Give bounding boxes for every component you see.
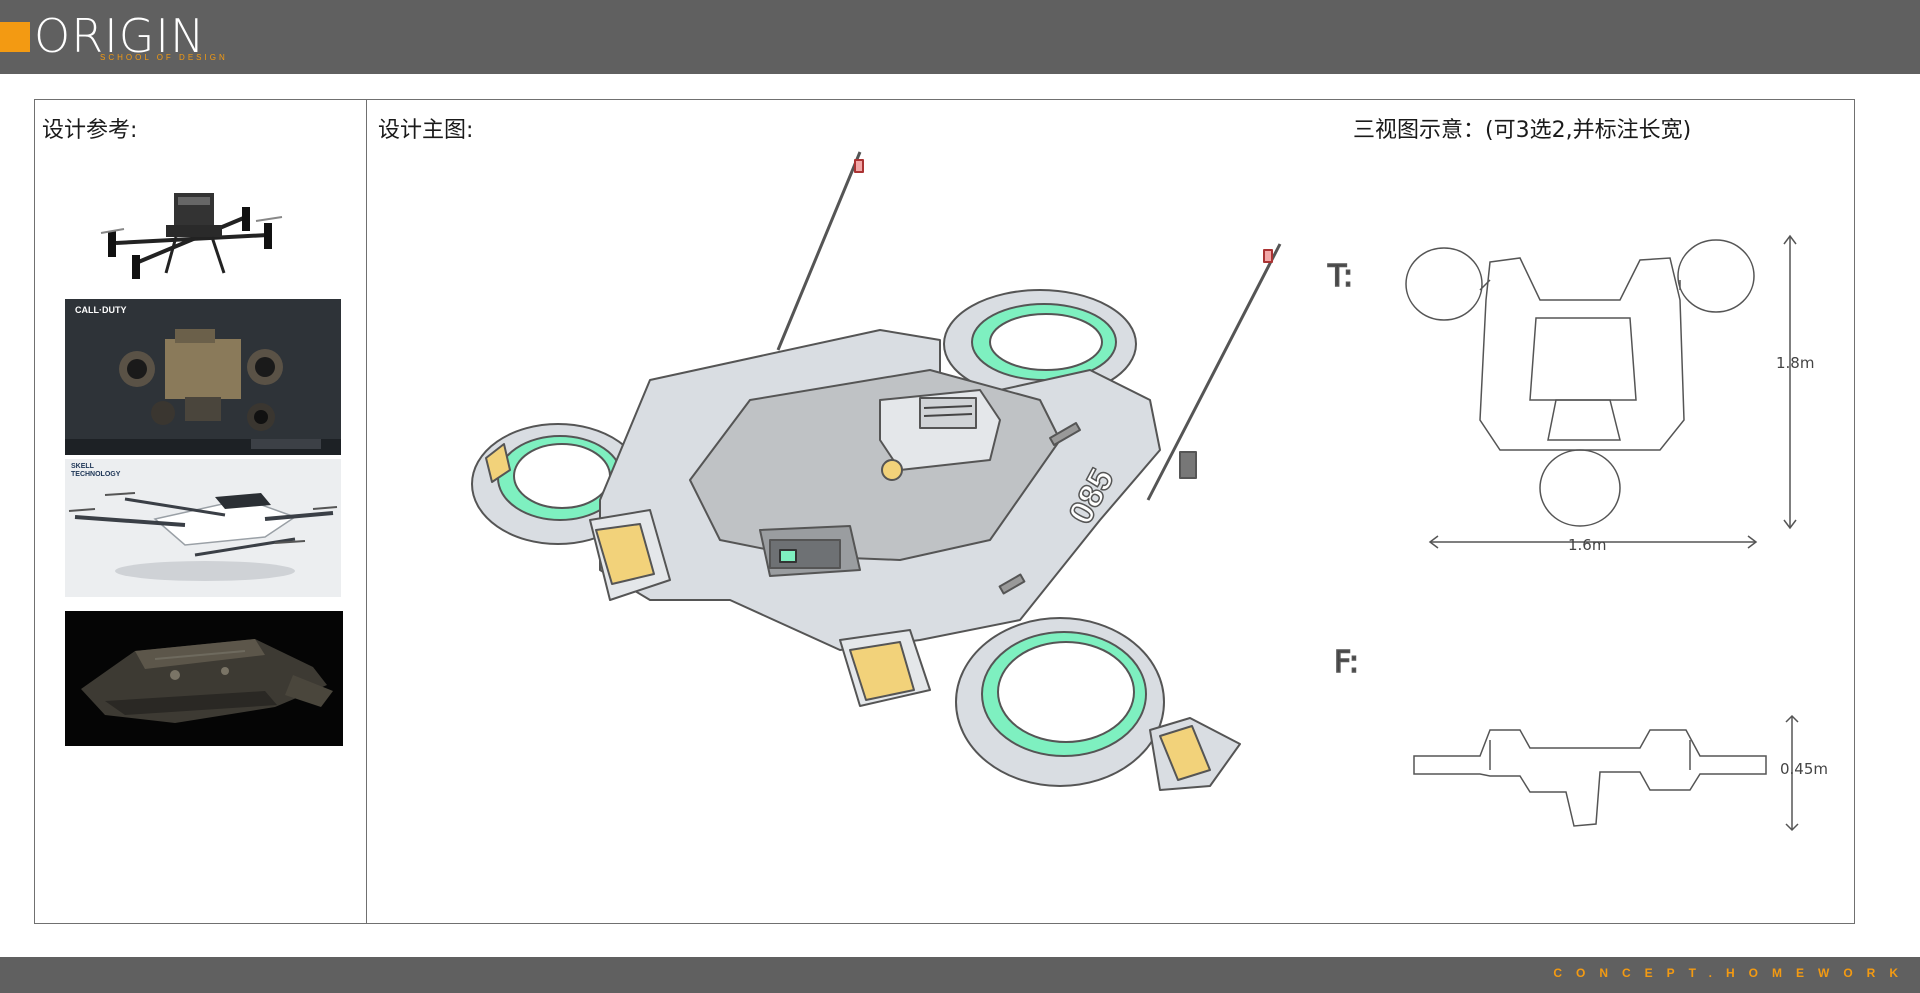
military-robot-icon <box>65 299 341 455</box>
top-view-sketch: T: 1.6m 1.8m <box>1326 234 1814 554</box>
top-view-length-label: 1.8m <box>1776 354 1814 372</box>
footer-text: CONCEPT.HOMEWORK <box>1553 966 1912 980</box>
antenna-left-tip <box>854 159 864 173</box>
front-view-body <box>1413 729 1767 827</box>
rotor-ring-front <box>955 617 1241 791</box>
header-bar: ORIGIN SCHOOL OF DESIGN <box>0 0 1920 74</box>
logo-square-icon <box>0 22 30 52</box>
reference-title: 设计参考: <box>42 118 138 143</box>
top-view-rotor-left <box>1405 247 1483 321</box>
reference-image-spaceship <box>65 611 343 746</box>
main-panel <box>366 99 1855 924</box>
top-view-label: T: <box>1327 259 1353 294</box>
yellow-button-icon <box>881 459 903 481</box>
reference-caption-callofduty: CALL·DUTY <box>75 305 127 315</box>
top-view-rotor-right <box>1677 239 1755 313</box>
antenna-right <box>1146 243 1282 501</box>
front-view-sketch: F: 0.45m <box>1333 644 1828 832</box>
quadcopter-drone-icon <box>100 193 283 279</box>
top-view-body <box>1479 257 1685 451</box>
logo-text: ORIGIN <box>34 9 206 63</box>
logo-subtext: SCHOOL OF DESIGN <box>100 53 228 62</box>
main-drawing-title: 设计主图: <box>378 118 474 143</box>
dark-spaceship-icon <box>65 611 343 746</box>
antenna-right-tip <box>1263 249 1273 263</box>
reference-image-drone <box>96 185 288 287</box>
three-view-title: 三视图示意：(可3选2,并标注长宽) <box>1353 118 1692 143</box>
hover-drone-sketch: 085 <box>471 151 1282 791</box>
reference-panel <box>34 99 367 924</box>
white-drone-icon <box>65 459 341 597</box>
footer-bar: CONCEPT.HOMEWORK <box>0 957 1920 993</box>
antenna-left <box>776 151 862 351</box>
front-view-height-label: 0.45m <box>1780 760 1828 778</box>
reference-image-robot: CALL·DUTY <box>65 299 341 455</box>
reference-image-white-drone: SKELL TECHNOLOGY <box>65 459 341 597</box>
top-view-rotor-rear <box>1539 449 1621 527</box>
reference-caption-skell: SKELL TECHNOLOGY <box>71 463 121 478</box>
top-view-width-label: 1.6m <box>1568 536 1606 554</box>
front-view-label: F: <box>1334 645 1359 680</box>
